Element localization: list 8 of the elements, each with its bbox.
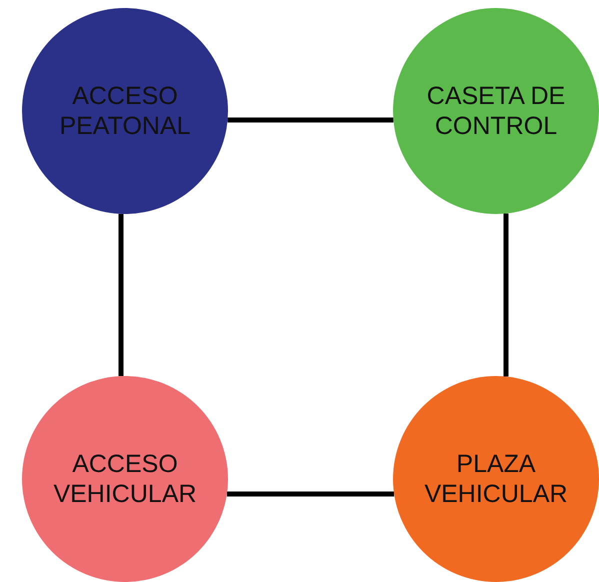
- connector-line: [226, 492, 394, 496]
- node-label: ACCESO PEATONAL: [58, 81, 192, 141]
- node-label: PLAZA VEHICULAR: [423, 449, 569, 509]
- connector-line: [228, 118, 394, 122]
- node-label: CASETA DE CONTROL: [426, 81, 566, 141]
- connector-line: [504, 214, 508, 376]
- node-label: ACCESO VEHICULAR: [52, 449, 198, 509]
- connector-line: [118, 214, 124, 376]
